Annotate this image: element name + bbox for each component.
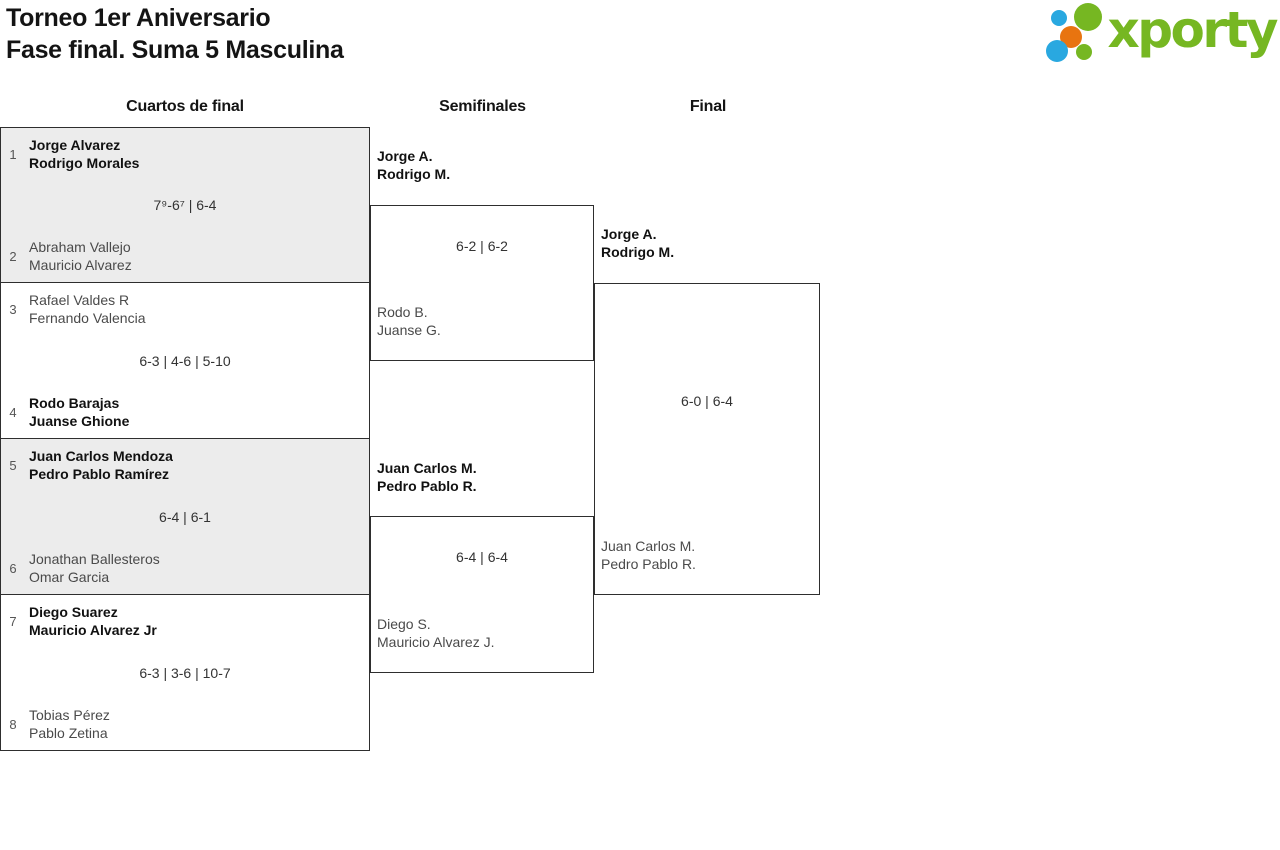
- player-name: Rodrigo Morales: [29, 155, 140, 171]
- team-row: 4 Rodo Barajas Juanse Ghione: [1, 394, 369, 430]
- player-name: Rafael Valdes R: [29, 292, 130, 308]
- xporty-logo: xporty: [1041, 1, 1278, 65]
- player-name: Pedro Pablo R.: [377, 478, 477, 494]
- player-name: Mauricio Alvarez Jr: [29, 622, 157, 638]
- team-pair: Rafael Valdes R Fernando Valencia: [25, 291, 145, 327]
- page-subtitle: Fase final. Suma 5 Masculina: [6, 36, 344, 64]
- player-name: Omar Garcia: [29, 569, 110, 585]
- round-header-quarterfinals: Cuartos de final: [126, 98, 244, 115]
- round-header-semifinals: Semifinales: [439, 98, 526, 115]
- seed-number: 6: [9, 560, 17, 576]
- player-name: Pablo Zetina: [29, 725, 108, 741]
- match-final-box: [594, 283, 820, 595]
- player-name: Juan Carlos M.: [601, 538, 696, 554]
- team-pair: Jorge Alvarez Rodrigo Morales: [25, 136, 139, 172]
- xporty-dots-icon: [1046, 3, 1103, 62]
- seed-number: 4: [9, 404, 17, 420]
- match-quarterfinal-2: 3 Rafael Valdes R Fernando Valencia 6-3 …: [0, 282, 370, 439]
- team-pair: Rodo Barajas Juanse Ghione: [25, 394, 129, 430]
- team-pair: Jorge A. Rodrigo M.: [601, 225, 674, 261]
- player-name: Juanse G.: [377, 322, 441, 338]
- player-name: Abraham Vallejo: [29, 239, 131, 255]
- team-pair: Jonathan Ballesteros Omar Garcia: [25, 550, 160, 586]
- player-name: Jorge A.: [601, 226, 657, 242]
- seed-number: 2: [9, 248, 17, 264]
- match-score: 6-3 | 3-6 | 10-7: [139, 664, 231, 681]
- seed-number: 7: [9, 613, 17, 629]
- team-row: 8 Tobias Pérez Pablo Zetina: [1, 706, 369, 742]
- team-pair: Juan Carlos M. Pedro Pablo R.: [377, 459, 477, 495]
- team-pair: Jorge A. Rodrigo M.: [377, 147, 450, 183]
- player-name: Pedro Pablo Ramírez: [29, 466, 170, 482]
- match-score: 6-3 | 4-6 | 5-10: [139, 352, 231, 369]
- team-row: 2 Abraham Vallejo Mauricio Alvarez: [1, 238, 369, 274]
- player-name: Juan Carlos M.: [377, 460, 477, 476]
- seed-number: 8: [9, 716, 17, 732]
- player-name: Juan Carlos Mendoza: [29, 448, 173, 464]
- round-header-final: Final: [689, 98, 727, 115]
- player-name: Mauricio Alvarez: [29, 257, 132, 273]
- team-pair: Rodo B. Juanse G.: [377, 303, 441, 339]
- match-quarterfinal-1: 1 Jorge Alvarez Rodrigo Morales 7⁹-6⁷ | …: [0, 127, 370, 283]
- team-pair: Tobias Pérez Pablo Zetina: [25, 706, 110, 742]
- player-name: Jonathan Ballesteros: [29, 551, 160, 567]
- player-name: Mauricio Alvarez J.: [377, 634, 495, 650]
- player-name: Jorge A.: [377, 148, 433, 164]
- team-pair: Juan Carlos M. Pedro Pablo R.: [601, 537, 696, 573]
- team-pair: Juan Carlos Mendoza Pedro Pablo Ramírez: [25, 447, 173, 483]
- xporty-wordmark: xporty: [1107, 1, 1278, 59]
- team-pair: Diego Suarez Mauricio Alvarez Jr: [25, 603, 157, 639]
- player-name: Tobias Pérez: [29, 707, 110, 723]
- match-quarterfinal-4: 7 Diego Suarez Mauricio Alvarez Jr 6-3 |…: [0, 594, 370, 751]
- match-score: 7⁹-6⁷ | 6-4: [153, 197, 217, 213]
- match-score: 6-0 | 6-4: [681, 393, 733, 409]
- player-name: Rodrigo M.: [601, 244, 675, 260]
- match-semifinal-2-box: [370, 516, 594, 673]
- seed-number: 5: [9, 457, 17, 473]
- page-title: Torneo 1er Aniversario: [6, 4, 271, 32]
- team-row: 7 Diego Suarez Mauricio Alvarez Jr: [1, 603, 369, 639]
- player-name: Rodo Barajas: [29, 395, 120, 411]
- page-header: Torneo 1er Aniversario Fase final. Suma …: [6, 2, 344, 66]
- team-pair: Diego S. Mauricio Alvarez J.: [377, 615, 494, 651]
- seed-number: 3: [9, 301, 17, 317]
- player-name: Fernando Valencia: [29, 310, 146, 326]
- match-score: 6-2 | 6-2: [456, 238, 508, 254]
- player-name: Diego S.: [377, 616, 431, 632]
- team-pair: Abraham Vallejo Mauricio Alvarez: [25, 238, 132, 274]
- team-row: 3 Rafael Valdes R Fernando Valencia: [1, 291, 369, 327]
- player-name: Diego Suarez: [29, 604, 118, 620]
- match-score: 6-4 | 6-1: [159, 508, 211, 525]
- match-score: 6-4 | 6-4: [456, 549, 508, 565]
- player-name: Rodrigo M.: [377, 166, 451, 182]
- team-row: 1 Jorge Alvarez Rodrigo Morales: [1, 136, 369, 172]
- team-row: 6 Jonathan Ballesteros Omar Garcia: [1, 550, 369, 586]
- player-name: Pedro Pablo R.: [601, 556, 696, 572]
- player-name: Jorge Alvarez: [29, 137, 121, 153]
- player-name: Juanse Ghione: [29, 413, 130, 429]
- match-semifinal-1-box: [370, 205, 594, 361]
- team-row: 5 Juan Carlos Mendoza Pedro Pablo Ramíre…: [1, 447, 369, 483]
- player-name: Rodo B.: [377, 304, 428, 320]
- match-quarterfinal-3: 5 Juan Carlos Mendoza Pedro Pablo Ramíre…: [0, 438, 370, 595]
- seed-number: 1: [9, 146, 17, 162]
